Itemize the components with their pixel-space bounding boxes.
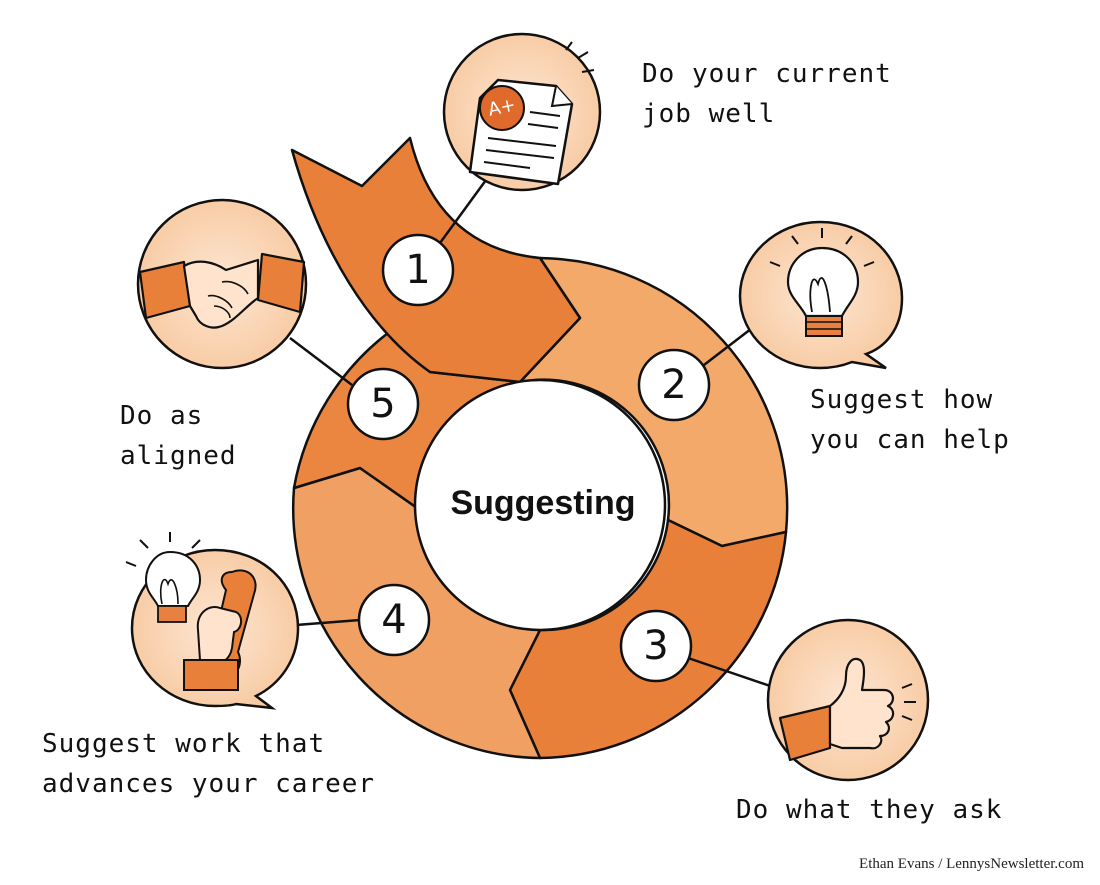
step-caption-5-line-2: aligned: [120, 441, 237, 471]
step-circle-2: [637, 348, 711, 422]
step-caption-4: Suggest work that advances your career: [42, 724, 375, 804]
step-caption-5-line-1: Do as: [120, 401, 204, 431]
connector-3: [687, 656, 783, 692]
step-caption-2: Suggest how you can help: [810, 380, 1010, 460]
thumbs-up-icon: [766, 618, 930, 782]
connector-1: [438, 179, 488, 244]
step-caption-3: Do what they ask: [736, 790, 1002, 830]
step-caption-1-line-2: job well: [642, 99, 776, 129]
step-number-circles: [346, 233, 711, 683]
credit-text: Ethan Evans / LennysNewsletter.com: [859, 856, 1084, 872]
step-circle-5: [346, 367, 420, 441]
step-circle-4: [357, 583, 431, 657]
step-caption-1: Do your current job well: [642, 54, 892, 134]
handshake-icon: [136, 198, 308, 370]
step-number-1: 1: [405, 247, 431, 293]
lightbulb-icon: [738, 220, 904, 370]
step-number-4: 4: [381, 597, 407, 643]
step-caption-1-line-1: Do your current: [642, 59, 892, 89]
connector-5: [289, 337, 353, 386]
step-number-3: 3: [643, 623, 669, 669]
step-caption-2-line-1: Suggest how: [810, 385, 994, 415]
step-caption-4-line-2: advances your career: [42, 769, 376, 799]
step-circle-3: [619, 609, 693, 683]
lightbulb-wrench-icon: [125, 532, 300, 710]
step-circle-1: [381, 233, 455, 307]
step-caption-5: Do as aligned: [120, 396, 237, 476]
step-number-2: 2: [661, 362, 687, 408]
center-label: Suggesting: [450, 484, 636, 522]
step-number-5: 5: [370, 381, 396, 427]
center-circle: [413, 378, 667, 632]
step-caption-2-line-2: you can help: [810, 425, 1010, 455]
step-caption-3-line-1: Do what they ask: [736, 795, 1003, 825]
graded-document-icon: [442, 32, 602, 192]
step-caption-4-line-1: Suggest work that: [42, 729, 326, 759]
connector-4: [295, 618, 361, 627]
